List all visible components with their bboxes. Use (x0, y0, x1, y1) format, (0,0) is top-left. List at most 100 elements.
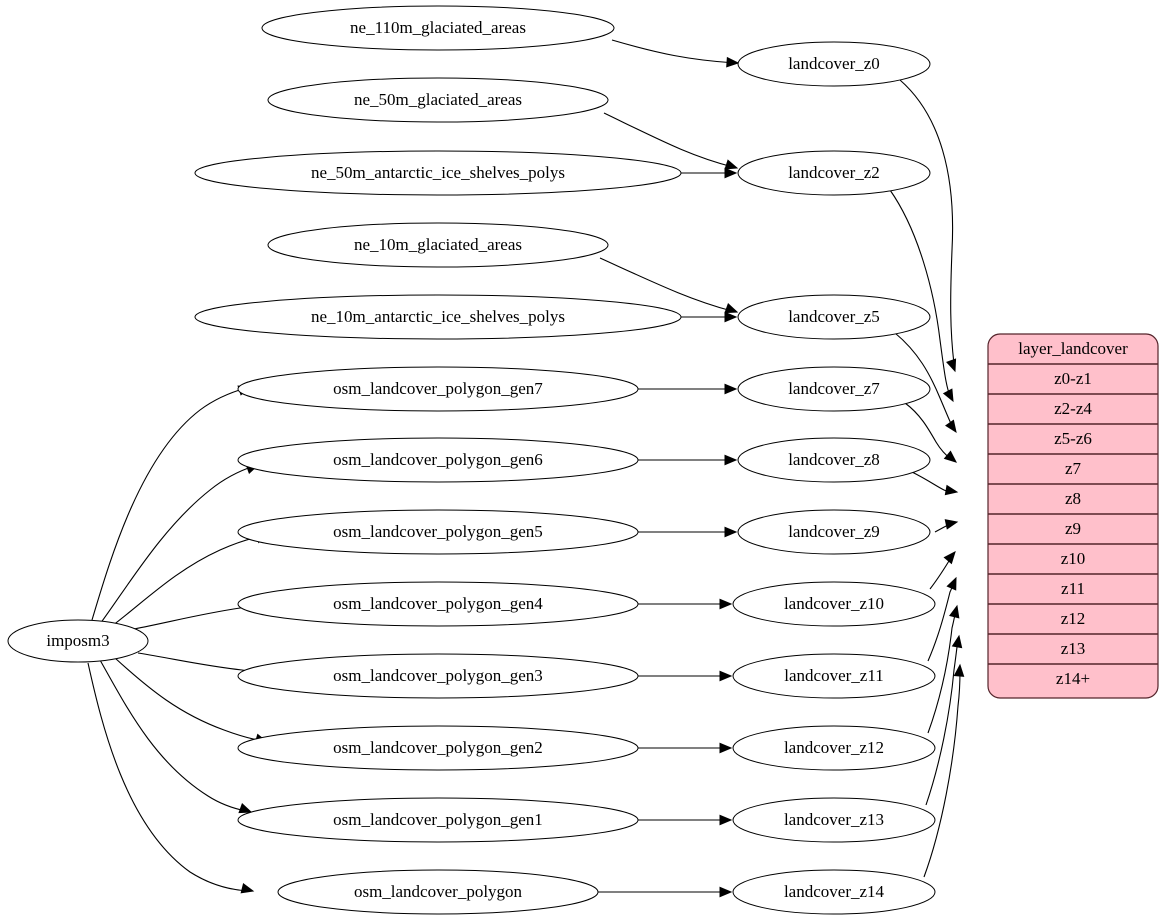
node-landcover_z7[interactable]: landcover_z7 (737, 366, 931, 412)
osm-node-ellipse[interactable] (237, 653, 639, 699)
edge-gen6-to-z8 (638, 454, 738, 466)
node-osm_landcover_polygon_gen1[interactable]: osm_landcover_polygon_gen1 (237, 797, 639, 843)
node-osm_landcover_polygon_gen6[interactable]: osm_landcover_polygon_gen6 (237, 437, 639, 483)
osm-node-ellipse[interactable] (237, 509, 639, 555)
arrow-head-icon (946, 576, 957, 591)
node-osm_landcover_polygon_gen5[interactable]: osm_landcover_polygon_gen5 (237, 509, 639, 555)
node-landcover_z5[interactable]: landcover_z5 (737, 294, 931, 340)
node-landcover_z12[interactable]: landcover_z12 (732, 725, 936, 771)
arrow-head-icon (726, 56, 740, 68)
edge-z7-to-row3 (904, 402, 957, 463)
node-landcover_z9[interactable]: landcover_z9 (737, 509, 931, 555)
natural-earth-node-ellipse[interactable] (267, 77, 609, 123)
table-row[interactable] (988, 514, 1158, 544)
edge-gen3-to-z11 (638, 670, 733, 682)
node-osm_landcover_polygon_gen2[interactable]: osm_landcover_polygon_gen2 (237, 725, 639, 771)
node-landcover_z8[interactable]: landcover_z8 (737, 437, 931, 483)
table-row[interactable] (988, 484, 1158, 514)
node-osm_landcover_polygon_gen4[interactable]: osm_landcover_polygon_gen4 (237, 581, 639, 627)
table-row[interactable] (988, 634, 1158, 664)
arrow-head-icon (238, 803, 253, 814)
arrow-head-icon (943, 551, 956, 565)
arrow-head-icon (951, 634, 963, 649)
natural-earth-node-ellipse[interactable] (194, 294, 682, 340)
edge-line (889, 189, 951, 397)
landcover-node-ellipse[interactable] (737, 509, 931, 555)
node-landcover_z0[interactable]: landcover_z0 (737, 41, 931, 87)
node-landcover_z10[interactable]: landcover_z10 (732, 581, 936, 627)
edge-z14-to-row10 (923, 663, 965, 878)
arrow-head-icon (724, 311, 738, 323)
osm-node-ellipse[interactable] (237, 581, 639, 627)
arrow-head-icon (240, 883, 255, 894)
edge-line (894, 332, 954, 429)
node-landcover_z2[interactable]: landcover_z2 (737, 150, 931, 196)
osm-node-ellipse[interactable] (237, 437, 639, 483)
landcover-node-ellipse[interactable] (732, 581, 936, 627)
edge-z12-to-row8 (927, 604, 960, 734)
osm-node-ellipse[interactable] (277, 869, 599, 915)
edge-gen2-to-z12 (638, 742, 733, 754)
table-row[interactable] (988, 604, 1158, 634)
natural-earth-node-ellipse[interactable] (261, 5, 615, 51)
node-osm_landcover_polygon[interactable]: osm_landcover_polygon (277, 869, 599, 915)
landcover-node-ellipse[interactable] (732, 653, 936, 699)
table-row[interactable] (988, 574, 1158, 604)
natural-earth-node-ellipse[interactable] (267, 222, 609, 268)
osm-node-ellipse[interactable] (237, 797, 639, 843)
edge-ne50ant-to-z2 (681, 167, 738, 179)
arrow-head-icon (946, 358, 957, 373)
node-landcover_z11[interactable]: landcover_z11 (732, 653, 936, 699)
node-ne_110m_glaciated_areas[interactable]: ne_110m_glaciated_areas (261, 5, 615, 51)
edge-gen5-to-z9 (638, 526, 738, 538)
landcover-node-ellipse[interactable] (732, 869, 936, 915)
table-row[interactable] (988, 544, 1158, 574)
landcover-node-ellipse[interactable] (737, 366, 931, 412)
node-osm_landcover_polygon_gen3[interactable]: osm_landcover_polygon_gen3 (237, 653, 639, 699)
edge-ne10ant-to-z5 (681, 311, 738, 323)
edge-line (99, 465, 255, 625)
edge-line (603, 112, 734, 168)
node-ne_50m_glaciated_areas[interactable]: ne_50m_glaciated_areas (267, 77, 609, 123)
arrow-head-icon (719, 886, 733, 898)
landcover-node-ellipse[interactable] (737, 437, 931, 483)
node-imposm3[interactable]: imposm3 (7, 619, 149, 663)
edge-imposm3-to-gen1 (99, 659, 253, 814)
source-node-ellipse[interactable] (7, 619, 149, 663)
arrow-head-icon (945, 419, 957, 434)
node-landcover_z13[interactable]: landcover_z13 (732, 797, 936, 843)
osm-node-ellipse[interactable] (237, 725, 639, 771)
edge-z8-to-row4 (911, 471, 959, 496)
natural-earth-node-ellipse[interactable] (194, 150, 682, 196)
arrow-head-icon (944, 519, 959, 530)
node-ne_10m_glaciated_areas[interactable]: ne_10m_glaciated_areas (267, 222, 609, 268)
node-ne_50m_antarctic_ice_shelves_polys[interactable]: ne_50m_antarctic_ice_shelves_polys (194, 150, 682, 196)
landcover-node-ellipse[interactable] (732, 725, 936, 771)
arrow-head-icon (719, 742, 733, 754)
arrow-head-icon (949, 604, 960, 619)
table-row[interactable] (988, 364, 1158, 394)
landcover-node-ellipse[interactable] (737, 41, 931, 87)
landcover-node-ellipse[interactable] (732, 797, 936, 843)
arrow-head-icon (942, 388, 954, 403)
table-row[interactable] (988, 424, 1158, 454)
table-row[interactable] (988, 664, 1158, 694)
edge-gen7-to-z7 (638, 383, 738, 395)
node-landcover_z14[interactable]: landcover_z14 (732, 869, 936, 915)
landcover-node-ellipse[interactable] (737, 294, 931, 340)
edge-line (899, 79, 955, 365)
node-osm_landcover_polygon_gen7[interactable]: osm_landcover_polygon_gen7 (237, 366, 639, 412)
arrow-head-icon (724, 454, 738, 466)
node-ne_10m_antarctic_ice_shelves_polys[interactable]: ne_10m_antarctic_ice_shelves_polys (194, 294, 682, 340)
osm-node-ellipse[interactable] (237, 366, 639, 412)
arrow-head-icon (943, 450, 957, 463)
table-row[interactable] (988, 394, 1158, 424)
edge-z10-to-row6 (929, 551, 956, 590)
edge-polygon-to-z14 (598, 886, 733, 898)
edge-z5-to-row2 (894, 332, 957, 434)
edge-line (87, 662, 249, 892)
edge-line (925, 639, 959, 806)
landcover-node-ellipse[interactable] (737, 150, 931, 196)
arrow-head-icon (724, 383, 738, 395)
table-row[interactable] (988, 454, 1158, 484)
